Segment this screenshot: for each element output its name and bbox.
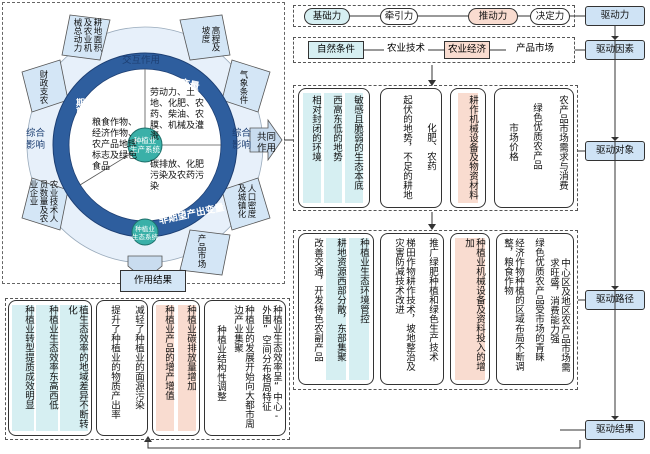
paths-group-economy (450, 233, 490, 385)
center-line1: 种植业 (133, 136, 157, 145)
left-diagram (21, 14, 283, 281)
objects-group-market (494, 88, 574, 208)
objects-group-tech (380, 88, 442, 208)
center-line2: 生产系统 (130, 145, 160, 154)
petal-left-bottom: 农业技术人员数量及农业企业 (28, 180, 58, 223)
factor-economy: 农业经济 (444, 41, 490, 59)
result-transformation: 种植业转型提质成效明显 (12, 305, 34, 431)
petal-bottom-right-shape (179, 229, 231, 276)
object-market-price: 市场价格 (507, 123, 518, 161)
result-carbon-increase: 种植业碳排放量增加 (178, 305, 196, 431)
driver-force: 驱动力 (585, 6, 645, 26)
comprehensive-left-label: 综合 影响 (26, 128, 46, 151)
results-group-1 (8, 300, 92, 436)
interaction-right-label: 共同 作用 (257, 132, 277, 154)
petal-right-bottom: 人口密度及城镇化 (236, 184, 256, 218)
paths-group-market (496, 233, 574, 385)
object-undulating-terrain: 起伏的地势，不足的耕地 (401, 95, 412, 200)
objects-group-natural (298, 88, 370, 208)
driver-result: 驱动结果 (585, 420, 645, 440)
petal-right-top: 气象条件 (238, 70, 248, 104)
objects-row-frame (293, 85, 578, 211)
force-basic: 基础力 (304, 8, 350, 25)
result-material-output: 提升了种植业的物质产出率 (109, 305, 120, 419)
factor-market: 产品市场 (515, 43, 554, 54)
object-green-products: 绿色优质农产品 (531, 103, 542, 170)
petal-top-right-shape (179, 14, 231, 61)
factors-row-frame (293, 37, 575, 63)
petal-right-top-shape (221, 59, 271, 113)
interaction-top-label: 交互作用 (122, 55, 161, 66)
paths-row-frame (293, 230, 578, 390)
objects-group-economy (450, 88, 486, 208)
results-group-3 (152, 300, 200, 436)
lower-center-line1: 种植业 (135, 225, 155, 233)
result-structure-adjust: 种植业结构性调整 (215, 325, 226, 401)
results-group-2 (96, 300, 148, 436)
path-eco-control: 种植业生态环境管控 (349, 238, 369, 380)
path-machinery-input: 种植业机械设备及资料投入的增加 (455, 238, 485, 380)
path-farmland: 耕地资源西部分散，东部集聚 (326, 238, 346, 380)
expected-output-label: 期望产出变量 (74, 98, 84, 152)
pollution-text: 碳排放、化肥污染及农药污染 (150, 160, 205, 192)
path-crop-layout: 经济作物种植的区域布局不断调整，粮食作物 (502, 238, 524, 371)
petal-right-bottom-shape (221, 177, 271, 231)
forces-row-frame (293, 5, 575, 27)
paths-group-natural (298, 233, 374, 385)
object-market-demand: 农产品市场需求与消费 (557, 95, 568, 190)
object-terrain-west-high: 西高东低的地势 (324, 93, 342, 203)
path-green-fertilizer: 推广绿肥种植和绿色生产技术 (427, 238, 438, 362)
center-circle-text: 种植业 生产系统 (129, 136, 161, 154)
factor-natural: 自然条件 (308, 41, 364, 59)
path-terrace-tech: 梯田作物耕作技术，坡地整治及灾害防减技术改进 (393, 238, 415, 371)
result-yield-increase: 种植业产品的增产增值 (156, 305, 174, 431)
results-group-4 (204, 300, 286, 436)
petal-top-left: 耕地面积及农业机械总动力 (72, 18, 102, 52)
path-traffic: 改善交通，开发特色农副产品 (312, 238, 323, 362)
path-central-demand: 中心区及地区农产品市场需求旺盛，消费能力强 (548, 258, 570, 372)
petal-left-top: 财政支农 (38, 70, 48, 104)
petal-bottom-right: 产品市场 (196, 234, 206, 268)
result-east-high: 种植业生态效率东高西低 (36, 305, 58, 431)
result-core-periphery: 种植业生态效率呈“中心-外围”空间分布格局特征 (260, 305, 282, 422)
petal-top-left-shape (61, 14, 111, 61)
petal-top-right: 高程及坡度 (200, 26, 220, 52)
object-sensitive-eco: 敏感且脆弱的生态本底 (345, 93, 363, 203)
results-row-frame (5, 298, 290, 440)
comprehensive-right-label: 综合 影响 (232, 128, 252, 151)
object-fertilizer-pesticide: 化肥、农药 (425, 123, 436, 171)
lower-center-line2: 生态系统 (132, 233, 158, 241)
force-push: 推动力 (468, 8, 518, 25)
paths-group-tech (380, 233, 444, 385)
result-metro-cluster: 种植业的发展开始向大都市周边产业集聚 (232, 305, 254, 429)
force-traction: 牵引力 (380, 8, 418, 25)
result-reduced-pollution: 减轻了种植业的面源污染 (133, 305, 144, 410)
arrow-right-shape (249, 118, 283, 162)
object-machinery: 耕作机械设备及物资材料 (458, 93, 478, 203)
lower-circle-text: 种植业 生态系统 (132, 225, 158, 241)
factor-tech: 农业技术 (386, 43, 425, 54)
petal-left-bottom-shape (21, 177, 69, 231)
result-regional-diff: 植生态效率的地域差异不断转化 (60, 305, 88, 431)
effect-result-box: 作用结果 (120, 270, 186, 292)
force-decisive: 决定力 (530, 8, 570, 25)
input-text: 劳动力、土地、化肥、农药、柴油、农膜、机械及灌溉 (150, 88, 205, 142)
path-green-favored: 绿色优质农产品受市场的青睐 (533, 238, 544, 362)
object-closed-env: 相对封闭的环境 (303, 93, 321, 203)
output-text: 粮食作物、经济作物、农产品地理标志及绿色食品 (92, 118, 138, 172)
